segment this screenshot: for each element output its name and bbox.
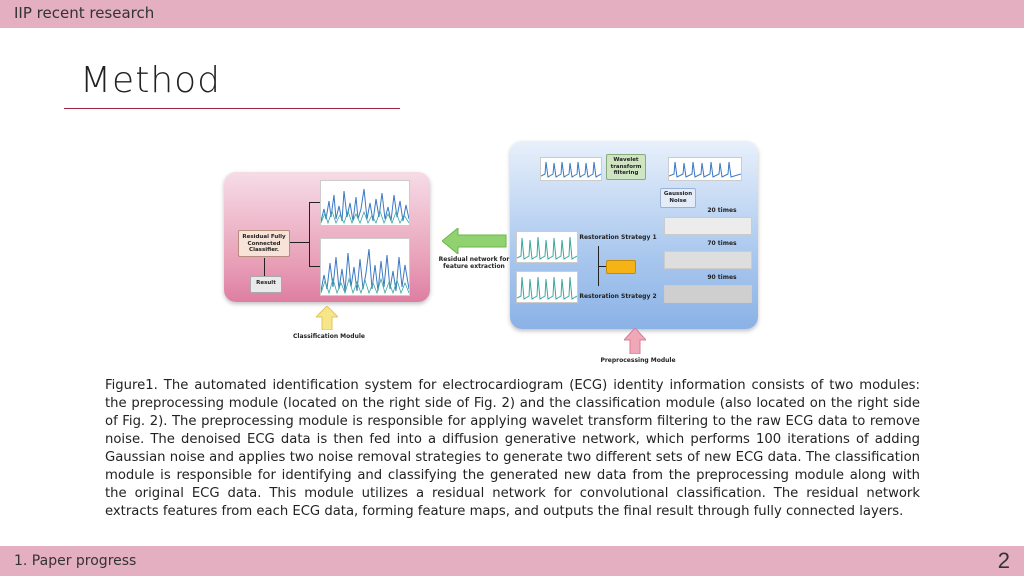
pink-up-arrow-icon [624,328,646,354]
noise-strip-2 [664,251,752,269]
restored-ecg-1 [516,231,578,263]
connector-v [309,202,310,266]
connector-bottom [309,266,320,267]
times-90-label: 90 times [707,274,737,281]
strategy-2-label: Restoration Strategy 2 [579,293,657,300]
raw-ecg-plot [541,161,601,178]
connector-result [264,258,265,276]
header-text: IIP recent research [14,4,155,22]
strategy-1-label: Restoration Strategy 1 [579,234,657,241]
green-arrow-icon [442,228,507,254]
residual-network-label: Residual network for feature extraction [438,256,510,270]
footer-text: 1. Paper progress [14,553,137,569]
preprocessing-module-label: Preprocessing Module [600,357,676,364]
ecg-spectrum-bottom [320,238,410,296]
page-number: 2 [997,548,1010,573]
restored-ecg-2-plot [517,276,577,300]
restored-ecg-1-plot [517,236,577,260]
denoise-box [606,260,636,274]
yellow-up-arrow-icon [316,306,338,330]
ecg-spectrum-top-plot [321,188,409,225]
ecg-spectrum-top [320,180,410,226]
noise-strip-3 [664,285,752,303]
connector-top [309,202,320,203]
footer-bar: 1. Paper progress 2 [0,546,1024,576]
slide-title: Method [80,60,222,101]
filtered-ecg [668,157,742,181]
result-box: Result [250,276,282,293]
classification-module-label: Classification Module [293,333,365,340]
gaussian-noise-box: Gaussion Noise [660,188,696,208]
connector-mid [290,242,309,243]
filtered-ecg-plot [669,161,741,178]
raw-ecg [540,157,602,181]
noise-strip-1 [664,217,752,235]
times-70-label: 70 times [707,240,737,247]
method-figure: Residual Fully Connected Classifier. Res… [220,138,780,370]
wavelet-box: Wavelet transform filtering [606,154,646,180]
classification-panel: Residual Fully Connected Classifier. Res… [224,172,430,302]
classifier-box: Residual Fully Connected Classifier. [238,230,290,257]
preprocessing-panel: Wavelet transform filtering Gaussion Noi… [510,141,758,329]
header-bar: IIP recent research [0,0,1024,28]
title-underline [64,108,400,109]
restored-ecg-2 [516,271,578,303]
connector-denoise-in [598,266,606,267]
ecg-spectrum-bottom-plot [321,248,409,295]
figure-caption: Figure1. The automated identification sy… [105,378,920,519]
times-20-label: 20 times [707,207,737,214]
